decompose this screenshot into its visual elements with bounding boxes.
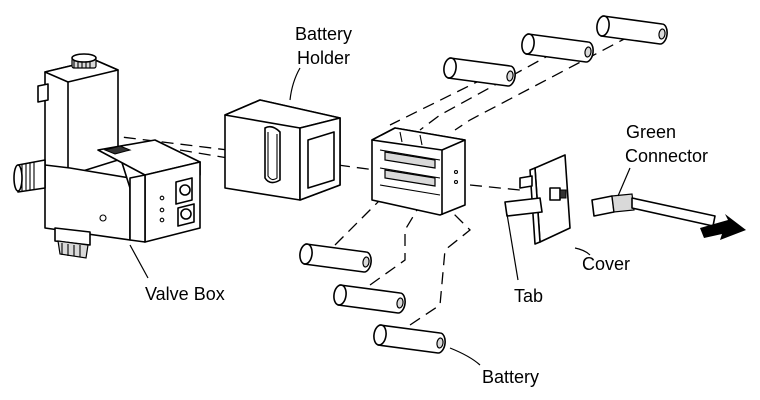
tab-label: Tab: [514, 286, 543, 306]
battery-upper-1: [596, 15, 668, 45]
battery-upper-2: [521, 33, 594, 63]
green-connector: [591, 193, 716, 227]
battery-holder: [224, 99, 341, 201]
valve-box-label: Valve Box: [145, 284, 225, 304]
green-connector-label-line1: Green: [626, 122, 676, 142]
battery-holder-label-line1: Battery: [295, 24, 352, 44]
battery-cage: [371, 127, 466, 216]
arrow-right-icon: [700, 214, 746, 240]
valve-box: [13, 53, 201, 259]
battery-holder-label-line2: Holder: [297, 48, 350, 68]
cover-label: Cover: [582, 254, 630, 274]
battery-lower-3: [373, 324, 446, 354]
battery-upper-3: [443, 57, 516, 87]
battery-lower-1: [299, 243, 372, 273]
battery-lower-2: [333, 284, 406, 314]
cover: [504, 154, 571, 245]
green-connector-label-line2: Connector: [625, 146, 708, 166]
battery-label: Battery: [482, 367, 539, 387]
callout-leaders: [129, 67, 631, 366]
